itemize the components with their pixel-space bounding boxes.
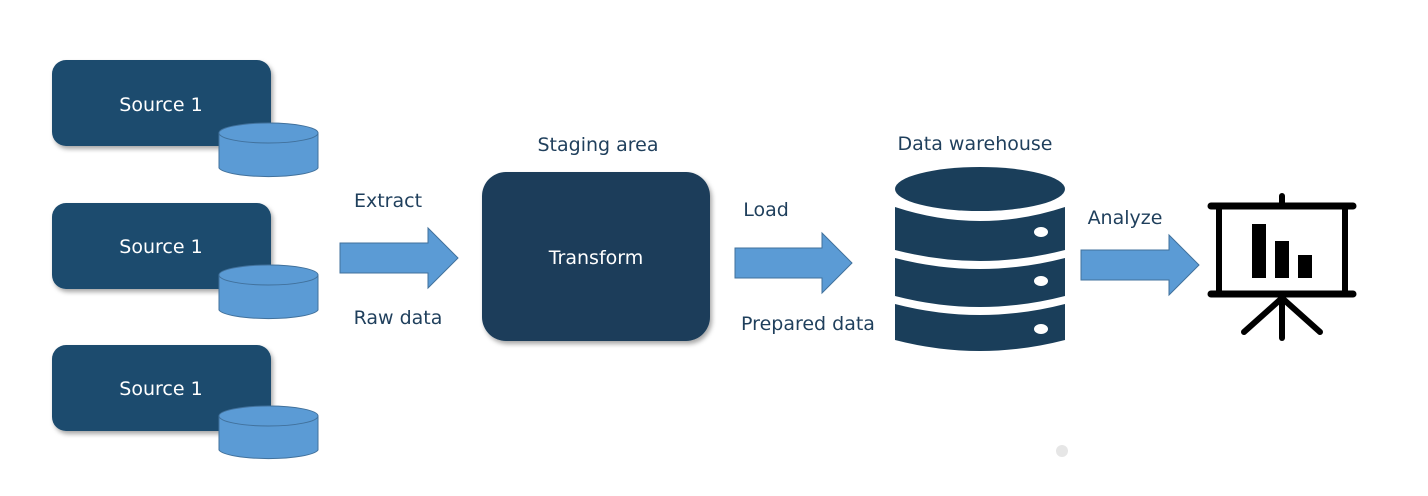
source-box [52, 203, 271, 289]
staging-area-title: Staging area [537, 134, 658, 156]
database-cylinder-icon [218, 264, 319, 320]
load-label: Load [743, 199, 789, 221]
prepared-data-label: Prepared data [741, 313, 875, 335]
raw-data-label: Raw data [354, 307, 443, 329]
database-cylinder-icon [218, 122, 319, 178]
data-warehouse-title: Data warehouse [898, 133, 1053, 155]
source-node-2: Source 1 [52, 203, 319, 320]
analyze-label: Analyze [1088, 207, 1163, 229]
source-label: Source 1 [119, 236, 202, 258]
extract-label: Extract [354, 190, 422, 212]
transform-box [482, 172, 710, 341]
presentation-chart-icon [1207, 193, 1357, 341]
database-cylinder-icon [218, 405, 319, 460]
transform-label: Transform [548, 247, 644, 269]
source-node-1: Source 1 [52, 60, 319, 178]
analyze-arrow-icon [1080, 233, 1200, 297]
source-node-3: Source 1 [52, 345, 319, 460]
data-warehouse-database-icon [895, 167, 1065, 351]
decorative-dot [1056, 445, 1068, 457]
load-arrow-icon [734, 231, 853, 295]
source-label: Source 1 [119, 94, 202, 116]
source-box [52, 60, 271, 146]
source-box [52, 345, 271, 431]
extract-arrow-icon [339, 226, 459, 290]
source-label: Source 1 [119, 378, 202, 400]
